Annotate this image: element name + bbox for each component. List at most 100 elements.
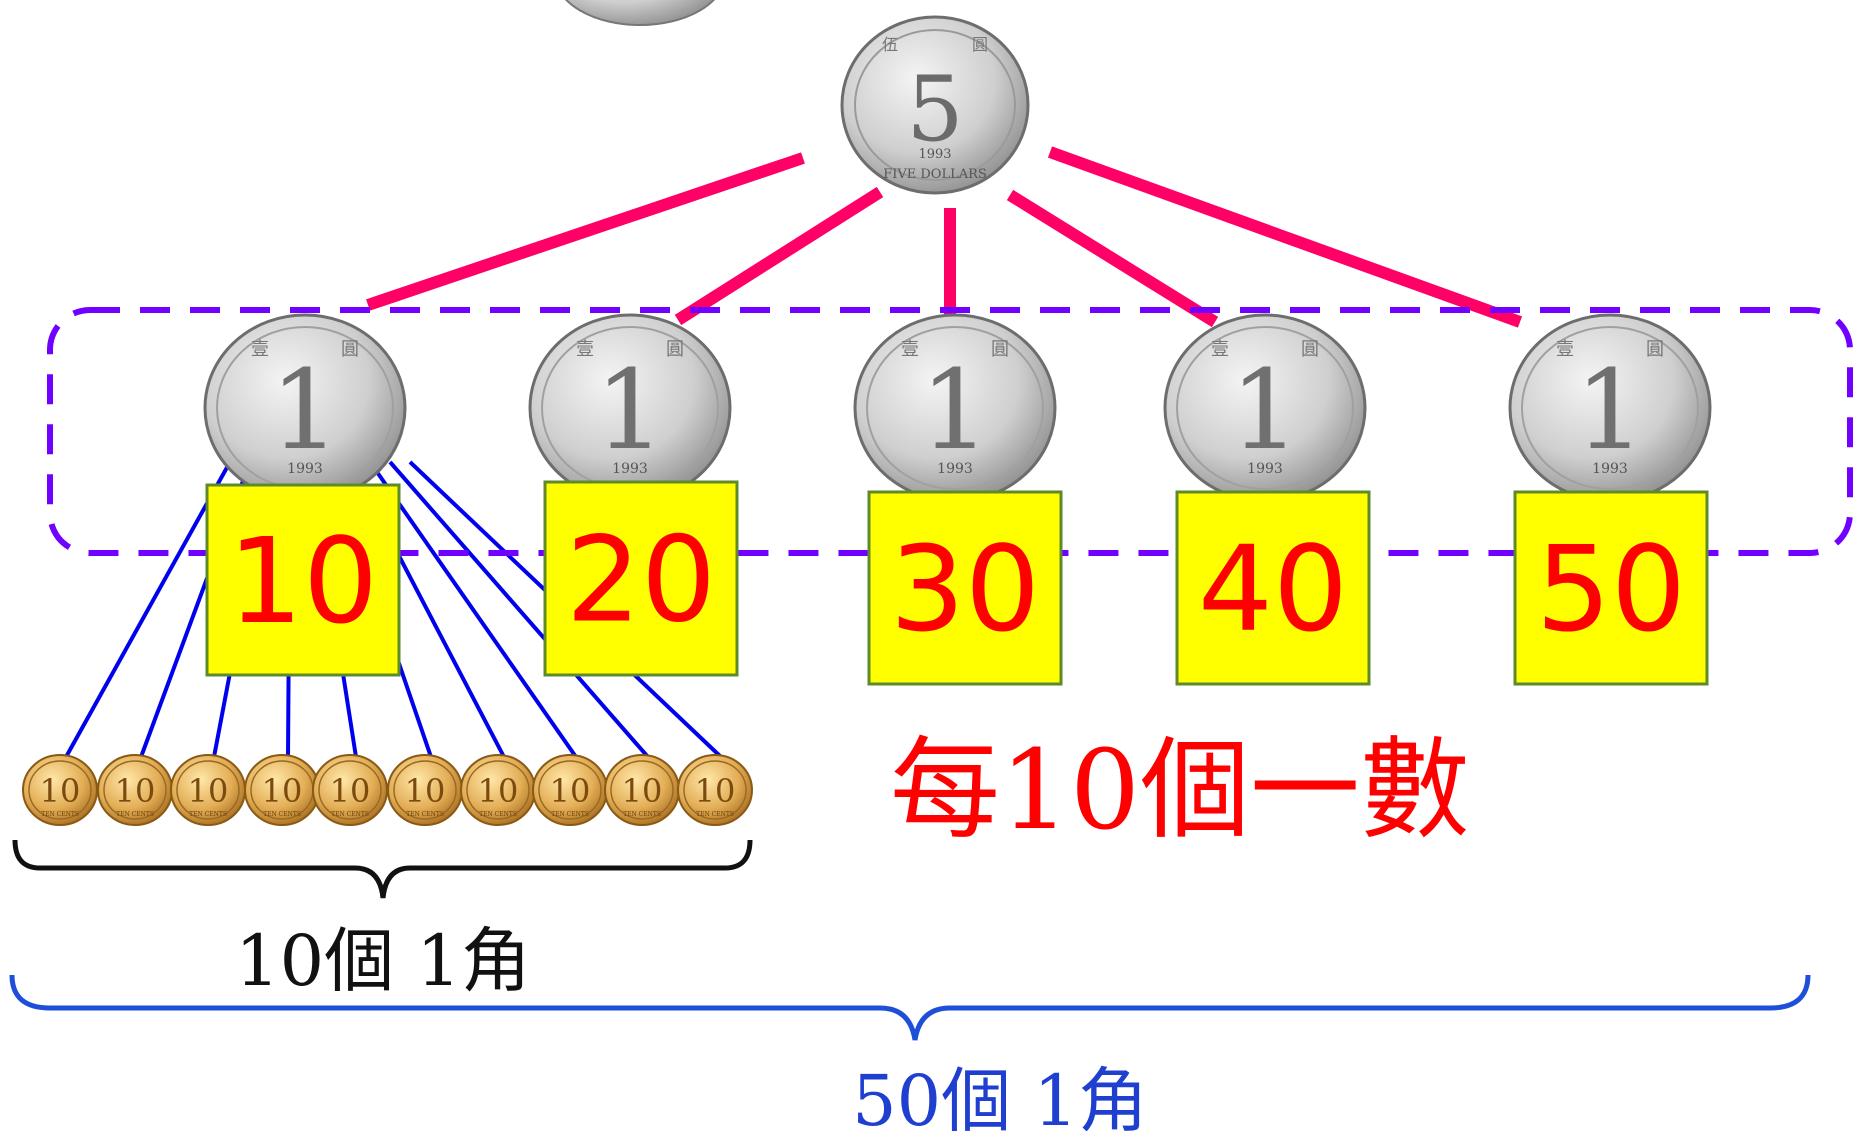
count-by-tens-caption: 每10個一數 bbox=[890, 726, 1470, 854]
one-coin-value: 1 bbox=[920, 346, 990, 474]
one-coin-value: 1 bbox=[595, 346, 665, 474]
ten-coin-value: 10 bbox=[478, 772, 519, 810]
ten-coin-value: 10 bbox=[622, 772, 663, 810]
count-box-number: 20 bbox=[566, 511, 716, 649]
five-coin-year: 1993 bbox=[918, 147, 951, 162]
coin-rim bbox=[610, 760, 674, 820]
blue-connector-line-1 bbox=[64, 461, 232, 758]
partial-coin-top bbox=[565, 0, 715, 26]
five-dollar-coin: 5 1993 FIVE DOLLARS 伍 圓 bbox=[840, 15, 1030, 195]
count-box-number: 40 bbox=[1198, 520, 1348, 658]
coin-rim bbox=[1176, 326, 1354, 490]
coin-rim bbox=[683, 760, 747, 820]
pink-connector-line-5 bbox=[1047, 146, 1523, 328]
coin-rim bbox=[466, 760, 530, 820]
one-coin-year: 1993 bbox=[612, 461, 648, 477]
one-coin-char-left: 壹 bbox=[576, 339, 594, 359]
one-coin-char-right: 圓 bbox=[1646, 339, 1664, 359]
coin-rim bbox=[538, 760, 602, 820]
five-coin-value: 5 bbox=[906, 57, 963, 162]
pink-connector-line-1 bbox=[366, 152, 805, 311]
coin-rim bbox=[393, 760, 457, 820]
count-box-40: 40 bbox=[1175, 490, 1371, 686]
small-brace-label: 10個 1角 bbox=[235, 920, 531, 1002]
coin-rim bbox=[1521, 326, 1699, 490]
count-boxes-row: 10 20 30 40 50 bbox=[205, 480, 1709, 686]
one-coin-char-right: 圓 bbox=[1301, 339, 1319, 359]
ten-coin-rim-text: TEN CENTS bbox=[331, 811, 369, 818]
one-coin-year: 1993 bbox=[1592, 461, 1628, 477]
pink-connector-line-4 bbox=[1006, 189, 1219, 328]
count-box-number: 30 bbox=[890, 520, 1040, 658]
one-coin-year: 1993 bbox=[937, 461, 973, 477]
count-box-background bbox=[1175, 490, 1371, 686]
ten-coin-rim-text: TEN CENTS bbox=[41, 811, 79, 818]
one-coin-year: 1993 bbox=[287, 461, 323, 477]
ten-coin-rim-text: TEN CENTS bbox=[696, 811, 734, 818]
ten-coin-value: 10 bbox=[695, 772, 736, 810]
one-coin-char-right: 圓 bbox=[341, 339, 359, 359]
ten-coin-value: 10 bbox=[405, 772, 446, 810]
big-brace bbox=[9, 974, 1811, 1041]
ten-coin-rim-text: TEN CENTS bbox=[551, 811, 589, 818]
coin-rim bbox=[103, 760, 167, 820]
ten-coin-rim-text: TEN CENTS bbox=[406, 811, 444, 818]
ten-coin-rim-text: TEN CENTS bbox=[263, 811, 301, 818]
ten-coin-rim-text: TEN CENTS bbox=[479, 811, 517, 818]
coin-rim bbox=[176, 760, 240, 820]
ten-coin-rim-text: TEN CENTS bbox=[623, 811, 661, 818]
count-box-background bbox=[867, 490, 1063, 686]
one-coin-value: 1 bbox=[1230, 346, 1300, 474]
pink-connector-lines bbox=[366, 146, 1523, 328]
one-coin-char-left: 壹 bbox=[1556, 339, 1574, 359]
blue-connector-line-8 bbox=[368, 460, 578, 759]
one-coin-char-right: 圓 bbox=[666, 339, 684, 359]
one-coin-char-left: 壹 bbox=[901, 339, 919, 359]
count-box-number: 50 bbox=[1536, 520, 1686, 658]
pink-connector-line-2 bbox=[674, 186, 884, 326]
ten-coin-value: 10 bbox=[40, 772, 81, 810]
one-coin-year: 1993 bbox=[1247, 461, 1283, 477]
ten-coin-value: 10 bbox=[262, 772, 303, 810]
blue-connector-line-9 bbox=[388, 460, 650, 759]
one-coin-char-left: 壹 bbox=[251, 339, 269, 359]
coin-body bbox=[677, 754, 753, 826]
count-box-30: 30 bbox=[867, 490, 1063, 686]
count-box-10: 10 bbox=[205, 483, 401, 677]
coin-rim bbox=[28, 760, 92, 820]
one-coin-char-right: 圓 bbox=[991, 339, 1009, 359]
big-brace-label: 50個 1角 bbox=[852, 1060, 1148, 1131]
ten-coin-rim-text: TEN CENTS bbox=[189, 811, 227, 818]
five-coin-char-right: 圓 bbox=[972, 37, 988, 54]
ten-coin-value: 10 bbox=[115, 772, 156, 810]
count-box-background bbox=[205, 483, 401, 677]
count-box-background bbox=[543, 480, 739, 677]
count-box-50: 50 bbox=[1513, 490, 1709, 686]
one-coin-char-left: 壹 bbox=[1211, 339, 1229, 359]
five-coin-rim-text: FIVE DOLLARS bbox=[883, 167, 987, 182]
ten-coin-value: 10 bbox=[188, 772, 229, 810]
ten-coin-value: 10 bbox=[550, 772, 591, 810]
count-box-20: 20 bbox=[543, 480, 739, 677]
one-coin-value: 1 bbox=[270, 346, 340, 474]
coin-rim bbox=[866, 326, 1044, 490]
ten-coin-rim-text: TEN CENTS bbox=[116, 811, 154, 818]
small-brace bbox=[12, 839, 753, 899]
five-coin-char-left: 伍 bbox=[882, 36, 898, 54]
